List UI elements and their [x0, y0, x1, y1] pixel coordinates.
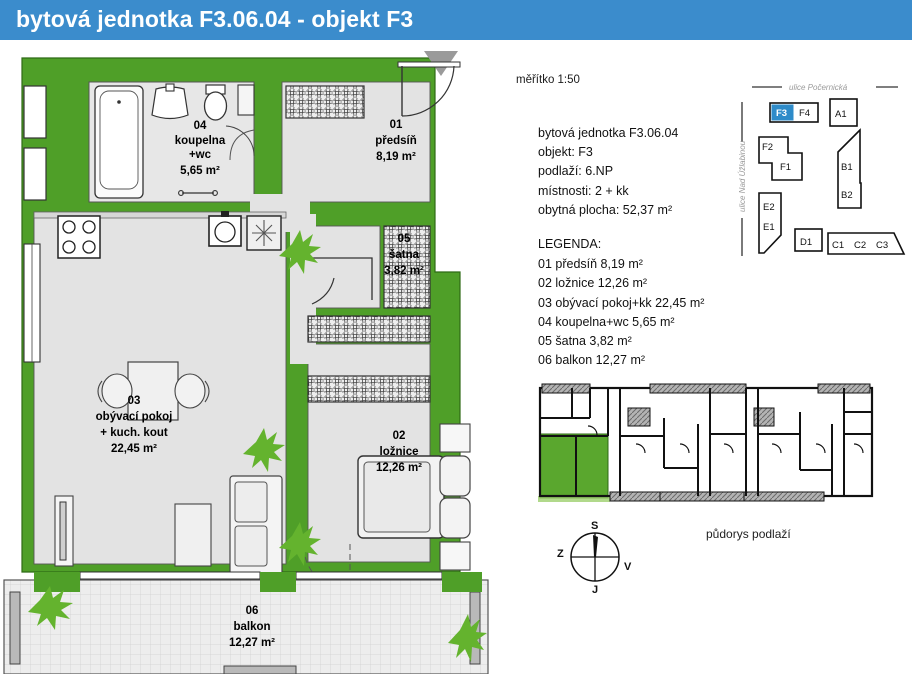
- dressing-room-door: [311, 257, 373, 305]
- room-01-area: 8,19 m²: [376, 151, 416, 163]
- room-05-number: 05: [398, 233, 411, 245]
- info-line-area: obytná plocha: 52,37 m²: [538, 202, 673, 217]
- legend-block: LEGENDA: 01 předsíň 8,19 m² 02 ložnice 1…: [538, 235, 704, 370]
- legend-item-03: 03 obývací pokoj+kk 22,45 m²: [538, 295, 705, 310]
- site-building-F4: F4: [799, 108, 810, 119]
- compass-label-west: Z: [557, 548, 564, 560]
- site-building-F3: F3: [776, 108, 787, 119]
- site-building-C3: C3: [876, 240, 888, 251]
- living-room-furniture: [54, 475, 283, 577]
- room-03-name: obývací pokoj: [96, 411, 173, 423]
- page-header: bytová jednotka F3.06.04 - objekt F3: [0, 0, 912, 40]
- room-03-area: 22,45 m²: [111, 443, 157, 455]
- site-building-F2: F2: [762, 142, 773, 153]
- room-06-name: balkon: [233, 621, 270, 633]
- room-01-name: předsíň: [375, 135, 417, 147]
- thumbnail-highlighted-unit: [539, 433, 609, 499]
- unit-info-block: bytová jednotka F3.06.04 objekt: F3 podl…: [538, 124, 678, 220]
- room-04-number: 04: [194, 120, 207, 132]
- site-building-A1: A1: [835, 109, 847, 120]
- compass-label-north: S: [591, 520, 598, 532]
- wardrobes: [307, 225, 431, 403]
- entrance-door: [397, 51, 461, 117]
- info-line-unit: bytová jednotka F3.06.04: [538, 126, 679, 140]
- room-05-area: 3,82 m²: [384, 265, 424, 277]
- legend-item-02: 02 ložnice 12,26 m²: [538, 276, 648, 291]
- page-title: bytová jednotka F3.06.04 - objekt F3: [16, 6, 414, 32]
- legend-item-05: 05 šatna 3,82 m²: [538, 334, 632, 349]
- site-building-E2: E2: [763, 202, 775, 213]
- site-building-B1: B1: [841, 162, 853, 173]
- site-building-C1: C1: [832, 240, 844, 251]
- info-line-floor: podlaží: 6.NP: [538, 164, 614, 179]
- site-street-left-label: ulice Nad Úžlabinou: [738, 140, 747, 212]
- room-04-name2: +wc: [189, 149, 212, 161]
- site-building-F1: F1: [780, 162, 791, 173]
- floor-thumbnail-caption: půdorys podlaží: [706, 527, 791, 541]
- site-plan: ulice Počernická ulice Nad Úžlabinou F3 …: [726, 70, 912, 290]
- room-05-name: šatna: [389, 249, 420, 261]
- balcony: [3, 571, 489, 674]
- room-03-number: 03: [128, 395, 141, 407]
- info-line-rooms: místnosti: 2 + kk: [538, 183, 629, 198]
- legend-item-01: 01 předsíň 8,19 m²: [538, 257, 643, 272]
- kitchen-counter: [33, 211, 287, 259]
- compass-label-south: J: [592, 584, 598, 595]
- site-building-C2: C2: [854, 240, 866, 251]
- site-building-D1: D1: [800, 237, 812, 248]
- bathroom-fixtures: [94, 83, 255, 199]
- legend-item-04: 04 koupelna+wc 5,65 m²: [538, 314, 675, 329]
- room-04-name: koupelna: [175, 135, 226, 147]
- hall-wardrobe: [285, 85, 365, 119]
- exterior-windows-left: [23, 85, 47, 363]
- plant-icons: [243, 230, 321, 566]
- room-02-number: 02: [393, 430, 406, 442]
- floor-level-thumbnail: [532, 378, 880, 502]
- site-street-top-label: ulice Počernická: [789, 83, 848, 92]
- info-line-object: objekt: F3: [538, 145, 593, 160]
- room-06-area: 12,27 m²: [229, 637, 275, 649]
- dining-set: [97, 361, 210, 421]
- room-01-number: 01: [390, 119, 403, 131]
- legend-item-06: 06 balkon 12,27 m²: [538, 353, 646, 368]
- compass-label-east: V: [624, 561, 632, 573]
- room-02-area: 12,26 m²: [376, 462, 422, 474]
- room-03-name2: + kuch. kout: [100, 427, 168, 439]
- room-06-number: 06: [246, 605, 259, 617]
- room-04-area: 5,65 m²: [180, 165, 220, 177]
- compass-rose: S J V Z: [540, 515, 650, 596]
- site-building-F3-highlight: [771, 104, 794, 121]
- site-building-B2: B2: [841, 190, 853, 201]
- apartment-floor-plan: 04 koupelna +wc 5,65 m² 01 předsíň 8,19 …: [0, 44, 505, 674]
- scale-label: měřítko 1:50: [516, 74, 580, 86]
- site-building-E1: E1: [763, 222, 775, 233]
- compass-needle-north: [593, 535, 598, 557]
- room-02-name: ložnice: [380, 446, 419, 458]
- room-labels: 04 koupelna +wc 5,65 m² 01 předsíň 8,19 …: [96, 119, 424, 649]
- legend-title: LEGENDA:: [538, 237, 602, 251]
